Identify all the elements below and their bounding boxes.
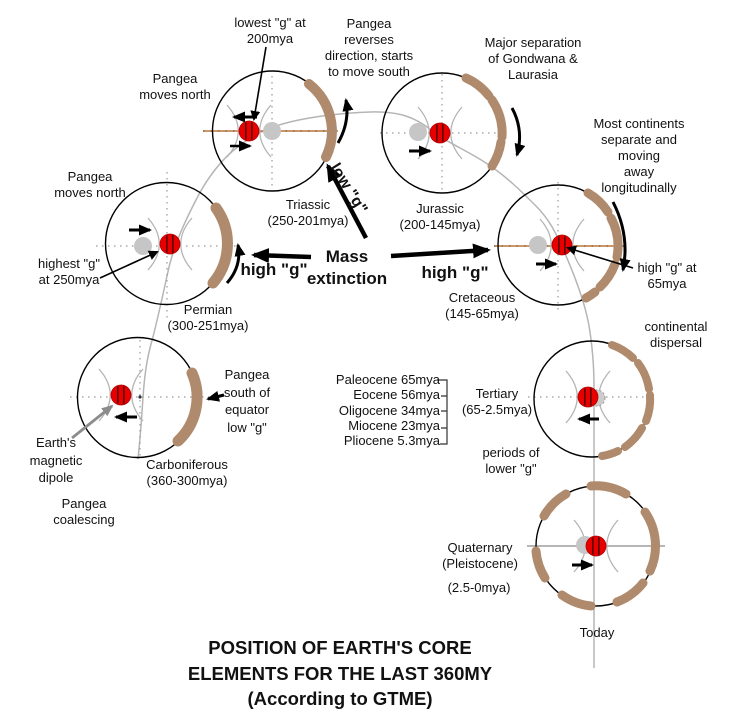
continent-crescent — [461, 73, 507, 171]
label-today: Today — [579, 625, 615, 640]
core-element-dot — [551, 234, 573, 256]
label-period-quaternary: Quaternary (Pleistocene) — [442, 540, 518, 572]
core-element-dot — [110, 384, 132, 406]
earth-center-dot — [134, 237, 152, 255]
rotation-arrow — [336, 98, 354, 144]
dipole-arrow — [71, 404, 114, 440]
label-period-jurassic: Jurassic (200-145mya) — [399, 201, 481, 233]
rotation-arrow — [611, 201, 631, 272]
epoch-item: Eocene 56mya — [353, 387, 440, 403]
mass-extinction-right-arrow — [390, 243, 491, 259]
lowest-g-leader-arrow — [250, 46, 267, 121]
jurassic-globe — [380, 72, 526, 194]
epoch-item: Miocene 23mya — [348, 417, 440, 433]
permian-globe — [96, 172, 246, 318]
earth-center-dot — [529, 236, 547, 254]
continent-crescent — [304, 79, 337, 162]
high-g-65-arrow — [566, 245, 634, 269]
earth-center-dot — [263, 122, 281, 140]
epoch-item: Oligocene 34mya — [338, 402, 440, 418]
label-major-separation: Major separation of Gondwana & Laurasia — [484, 35, 582, 83]
label-highest-g: highest "g" at 250mya — [38, 256, 100, 288]
quaternary-globe — [527, 481, 665, 611]
core-element-dot — [585, 535, 607, 557]
continent-crescent — [172, 367, 203, 447]
label-pangea-coalescing: Pangea coalescing — [53, 496, 115, 528]
epoch-item: Pliocene 5.3mya — [343, 433, 440, 449]
epoch-bracket — [437, 379, 448, 445]
mass-extinction-left-arrow — [251, 248, 312, 264]
label-high-g-65: high "g" at 65mya — [637, 260, 697, 292]
carboniferous-globe — [70, 336, 225, 459]
label-lowest-g: lowest "g" at 200mya — [234, 15, 306, 47]
tertiary-globe — [528, 340, 655, 460]
label-continental-dispersal: continental dispersal — [644, 319, 708, 351]
label-period-carboniferous: Carboniferous (360-300mya) — [146, 457, 228, 489]
label-period-triassic: Triassic (250-201mya) — [267, 197, 349, 229]
label-pangea-reverses: Pangea reverses direction, starts to mov… — [324, 16, 414, 80]
epoch-item: Paleocene 65mya — [335, 372, 440, 387]
core-element-dot — [577, 386, 599, 408]
pangea-south-arrow — [206, 390, 225, 402]
label-high-g-right: high "g" — [421, 263, 489, 282]
label-mass-extinction: Mass extinction — [306, 247, 388, 289]
label-quaternary-range: (2.5-0mya) — [447, 580, 511, 595]
label-pangea-moves-north-left: Pangea moves north — [54, 169, 126, 201]
continent-crescent — [581, 188, 623, 303]
continent-fragments — [598, 341, 655, 460]
cretaceous-globe — [494, 182, 631, 310]
triassic-globe — [203, 70, 354, 192]
label-period-permian: Permian (300-251mya) — [167, 302, 249, 334]
continent-fragments — [531, 481, 660, 611]
label-pangea-south: Pangea south of equator low "g" — [223, 367, 271, 435]
rotation-arrow — [510, 107, 526, 157]
label-pangea-moves-north-top: Pangea moves north — [139, 71, 211, 103]
diagram-title: POSITION OF EARTH'S CORE ELEMENTS FOR TH… — [187, 637, 493, 709]
label-period-cretaceous: Cretaceous (145-65mya) — [445, 290, 519, 322]
core-element-dot — [238, 120, 260, 142]
core-element-dot — [159, 233, 181, 255]
earth-center-dot — [409, 123, 427, 141]
low-g-arrow — [326, 163, 368, 240]
epoch-list: Paleocene 65mya Eocene 56mya Oligocene 3… — [320, 372, 440, 448]
label-most-continents: Most continents separate and moving away… — [593, 116, 685, 196]
core-element-dot — [429, 122, 451, 144]
label-high-g-left: high "g" — [240, 260, 308, 279]
label-period-tertiary: Tertiary (65-2.5mya) — [461, 386, 533, 418]
highest-g-arrow — [99, 250, 159, 279]
label-earths-dipole: Earth's magnetic dipole — [29, 435, 83, 486]
continent-crescent — [207, 202, 233, 289]
label-periods-lower-g: periods of lower "g" — [482, 445, 540, 477]
rotation-arrow — [225, 243, 246, 284]
